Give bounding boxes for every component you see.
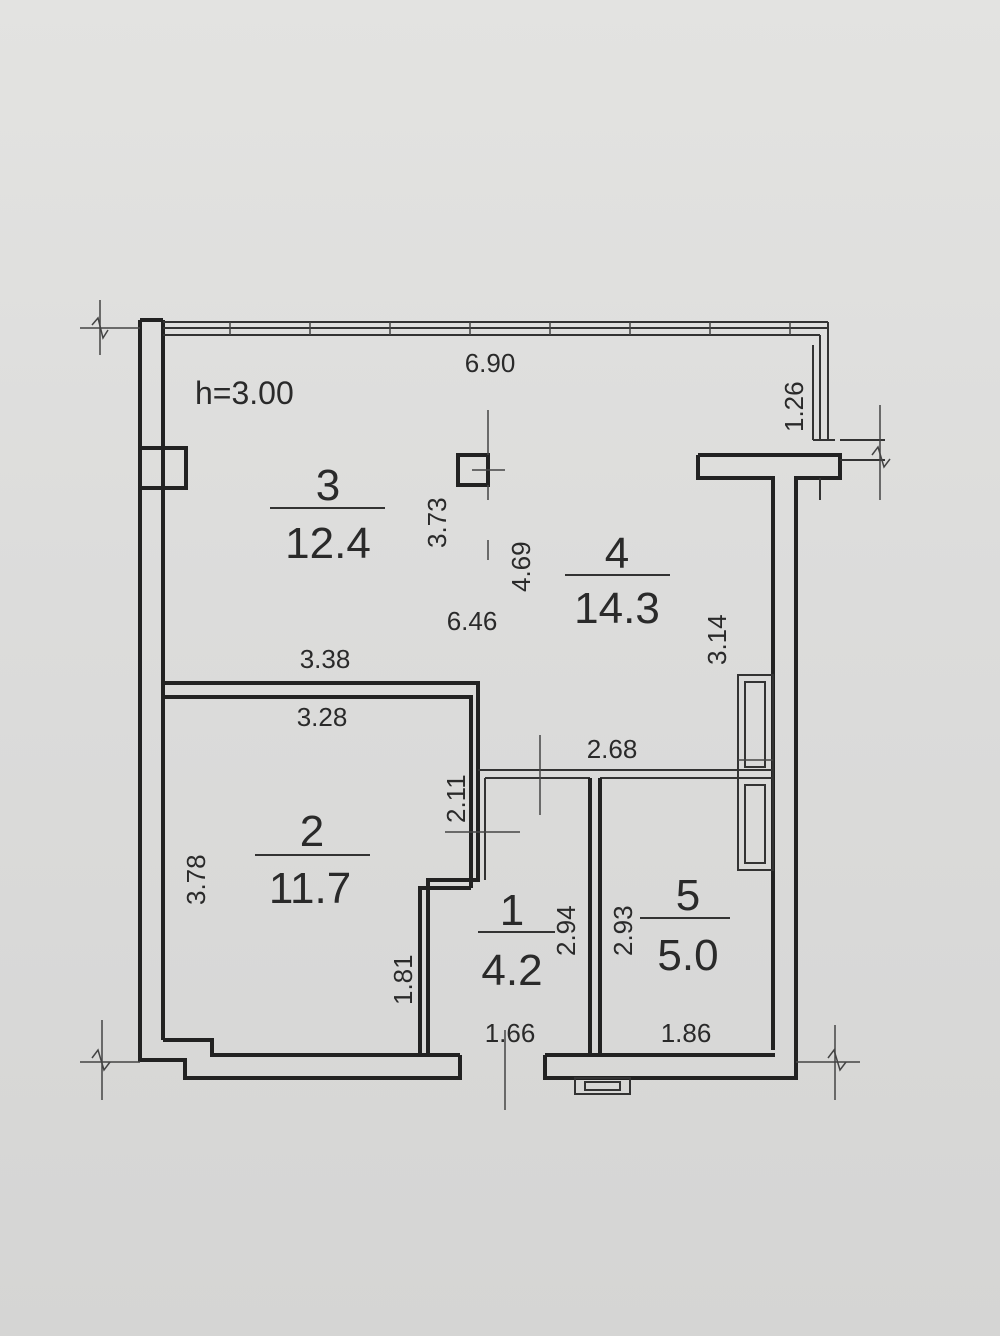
right-wall bbox=[696, 439, 885, 1050]
dim-room2-height: 3.78 bbox=[181, 854, 211, 905]
dim-top-width: 6.90 bbox=[465, 348, 516, 378]
room-3-number: 3 bbox=[316, 461, 340, 510]
room-1-number: 1 bbox=[500, 886, 524, 935]
room-5-number: 5 bbox=[676, 871, 700, 920]
top-wall bbox=[163, 321, 835, 441]
dim-room1-width: 1.66 bbox=[485, 1018, 536, 1048]
dim-inner-width: 6.46 bbox=[447, 606, 498, 636]
dim-room2-width: 3.28 bbox=[297, 702, 348, 732]
room-4-area: 14.3 bbox=[574, 584, 660, 633]
ceiling-height-label: h=3.00 bbox=[195, 375, 294, 411]
room-4-number: 4 bbox=[605, 529, 629, 578]
dim-right-wall: 3.14 bbox=[702, 614, 732, 665]
dim-hall-width: 2.68 bbox=[587, 734, 638, 764]
dim-room4-height: 4.69 bbox=[506, 541, 536, 592]
left-wall bbox=[138, 318, 188, 1040]
bottom-wall bbox=[138, 1038, 798, 1095]
interior-walls bbox=[163, 410, 774, 1110]
dim-room3-width: 3.38 bbox=[300, 644, 351, 674]
room-3-area: 12.4 bbox=[285, 519, 371, 568]
dim-balcony-depth: 1.26 bbox=[779, 381, 809, 432]
dim-room1-height: 2.94 bbox=[551, 905, 581, 956]
room-5-area: 5.0 bbox=[657, 931, 718, 980]
room-2-area: 11.7 bbox=[269, 864, 351, 913]
dim-room5-width: 1.86 bbox=[661, 1018, 712, 1048]
dim-room3-height: 3.73 bbox=[422, 497, 452, 548]
dim-hall-opening: 2.11 bbox=[441, 774, 471, 823]
break-marks bbox=[80, 300, 891, 1100]
dim-room2-step: 1.81 bbox=[388, 954, 418, 1005]
room-2-number: 2 bbox=[300, 807, 324, 856]
room-1-area: 4.2 bbox=[481, 946, 542, 995]
dim-room5-height: 2.93 bbox=[608, 905, 638, 956]
